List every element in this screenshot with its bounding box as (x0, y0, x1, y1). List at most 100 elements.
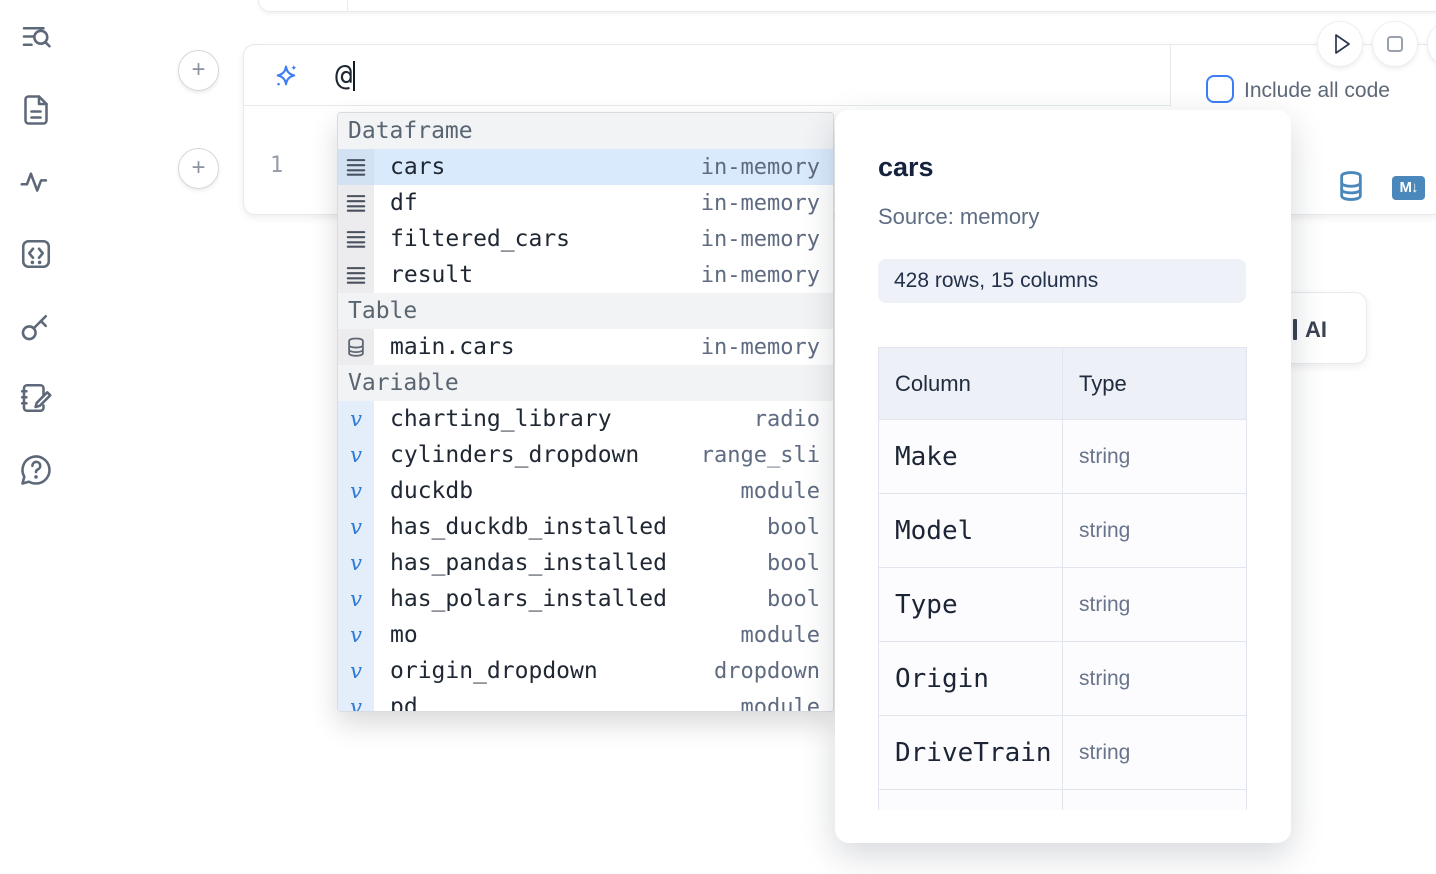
item-type: in-memory (700, 262, 820, 288)
previous-cell-gutter-divider (347, 0, 348, 11)
key-icon[interactable] (18, 308, 54, 344)
autocomplete-item-has_duckdb_installed[interactable]: v has_duckdb_installed bool (338, 509, 833, 545)
autocomplete-section-header: Dataframe (338, 113, 833, 149)
variable-icon: v (338, 473, 374, 509)
item-name: has_duckdb_installed (390, 514, 667, 540)
schema-header-cell: Type (1062, 347, 1247, 420)
item-name: cars (390, 154, 446, 180)
autocomplete-item-origin_dropdown[interactable]: v origin_dropdown dropdown (338, 653, 833, 689)
autocomplete-item-charting_library[interactable]: v charting_library radio (338, 401, 833, 437)
item-type: module (740, 694, 820, 712)
item-name: charting_library (390, 406, 612, 432)
help-chat-icon[interactable] (18, 452, 54, 488)
convert-to-markdown-button[interactable]: M↓ (1392, 176, 1425, 200)
include-all-code-zone: Include all code (1172, 45, 1436, 106)
editor-line-number: 1 (270, 153, 284, 178)
stop-cell-button[interactable] (1373, 22, 1417, 66)
activity-icon[interactable] (18, 164, 54, 200)
column-name-cell: DriveTrain (878, 715, 1063, 790)
item-type: module (740, 622, 820, 648)
column-name-cell: Model (878, 493, 1063, 568)
item-type: bool (767, 550, 820, 576)
column-name-cell: Type (878, 567, 1063, 642)
variable-icon: v (338, 689, 374, 711)
ai-button-label: AI (1305, 317, 1327, 342)
dataframe-preview-popup: cars Source: memory 428 rows, 15 columns… (835, 110, 1291, 843)
variable-icon: v (338, 653, 374, 689)
variable-icon: v (338, 545, 374, 581)
item-name: filtered_cars (390, 226, 571, 252)
item-name: pd (390, 694, 418, 712)
variable-icon: v (338, 437, 374, 473)
item-name: df (390, 190, 418, 216)
item-name: origin_dropdown (390, 658, 598, 684)
item-name: duckdb (390, 478, 474, 504)
toc-search-icon[interactable] (18, 20, 54, 56)
run-cell-button[interactable] (1318, 22, 1362, 66)
include-all-code-checkbox[interactable] (1206, 75, 1234, 103)
column-type-cell: string (1062, 493, 1247, 568)
item-type: in-memory (700, 226, 820, 252)
autocomplete-item-filtered_cars[interactable]: filtered_cars in-memory (338, 221, 833, 257)
add-cell-above-button[interactable]: + (178, 50, 219, 91)
autocomplete-item-df[interactable]: df in-memory (338, 185, 833, 221)
item-name: result (390, 262, 474, 288)
autocomplete-item-cars[interactable]: cars in-memory (338, 149, 833, 185)
document-icon[interactable] (18, 92, 54, 128)
occluded-letter-fragment (1293, 319, 1297, 340)
item-name: has_polars_installed (390, 586, 667, 612)
variable-icon: v (338, 509, 374, 545)
item-type: in-memory (700, 334, 820, 360)
column-type-cell: string (1062, 567, 1247, 642)
item-type: radio (753, 406, 820, 432)
dataframe-icon (338, 185, 374, 221)
schema-header-cell: Column (878, 347, 1063, 420)
item-name: cylinders_dropdown (390, 442, 640, 468)
scratchpad-icon[interactable] (18, 380, 54, 416)
variable-icon: v (338, 401, 374, 437)
item-name: main.cars (390, 334, 515, 360)
convert-to-sql-button[interactable] (1337, 169, 1365, 203)
dataframe-icon (338, 149, 374, 185)
dataframe-icon (338, 257, 374, 293)
sparkles-icon (272, 62, 300, 90)
ai-prompt-input[interactable]: @ (244, 45, 1171, 106)
column-name-cell: Origin (878, 641, 1063, 716)
popup-shape-badge: 428 rows, 15 columns (878, 259, 1246, 303)
item-type: range_sli (700, 442, 820, 468)
item-name: has_pandas_installed (390, 550, 667, 576)
variable-icon: v (338, 581, 374, 617)
item-type: bool (767, 514, 820, 540)
column-type-cell: string (1062, 715, 1247, 790)
ai-prompt-value: @ (335, 58, 356, 92)
code-snippets-icon[interactable] (18, 236, 54, 272)
schema-row-clipped (878, 789, 1247, 810)
left-sidebar (0, 0, 70, 874)
add-cell-below-button[interactable]: + (178, 148, 219, 189)
column-name-cell: Make (878, 419, 1063, 494)
autocomplete-item-result[interactable]: result in-memory (338, 257, 833, 293)
text-caret (353, 61, 356, 91)
more-actions-button[interactable] (1428, 22, 1436, 66)
database-icon (338, 329, 374, 365)
autocomplete-item-cylinders_dropdown[interactable]: v cylinders_dropdown range_sli (338, 437, 833, 473)
autocomplete-item-main-cars[interactable]: main.cars in-memory (338, 329, 833, 365)
item-type: dropdown (714, 658, 820, 684)
column-name-cell (878, 789, 1063, 810)
item-type: in-memory (700, 190, 820, 216)
autocomplete-item-has_pandas_installed[interactable]: v has_pandas_installed bool (338, 545, 833, 581)
item-type: in-memory (700, 154, 820, 180)
variable-icon: v (338, 617, 374, 653)
popup-title: cars (878, 152, 934, 182)
